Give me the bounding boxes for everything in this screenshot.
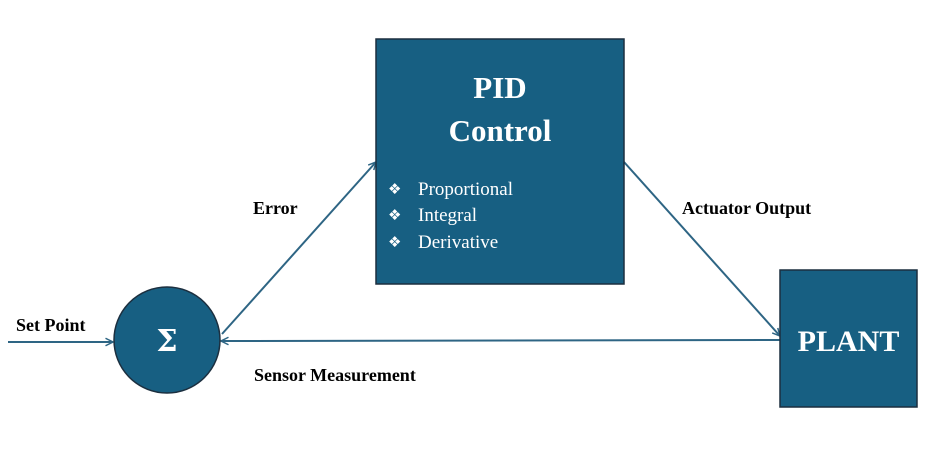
sensor-measurement-label: Sensor Measurement <box>254 365 416 385</box>
pid-title-line1: PID <box>473 70 526 105</box>
diamond-bullet-icon: ❖ <box>388 206 401 224</box>
diamond-bullet-icon: ❖ <box>388 180 401 198</box>
summing-junction-circle <box>113 286 221 394</box>
actuator-output-label: Actuator Output <box>682 198 811 218</box>
pid-term-proportional: Proportional <box>418 179 513 200</box>
plant-block: PLANT <box>779 269 918 408</box>
plant-box <box>779 269 918 408</box>
pid-control-box <box>375 38 625 285</box>
pid-term-derivative: Derivative <box>418 232 498 253</box>
pid-control-block: PID Control ❖ Proportional ❖ Integral ❖ … <box>375 38 625 285</box>
set-point-label: Set Point <box>16 315 86 335</box>
pid-term-integral: Integral <box>418 205 477 226</box>
actuator-output-arrow <box>623 161 780 336</box>
error-arrow <box>221 162 376 335</box>
summing-junction: Σ <box>113 286 221 394</box>
pid-title-line2: Control <box>449 113 552 148</box>
error-label: Error <box>253 198 298 218</box>
diamond-bullet-icon: ❖ <box>388 233 401 251</box>
sensor-measurement-arrow <box>221 340 781 341</box>
sigma-symbol: Σ <box>156 324 177 359</box>
plant-label: PLANT <box>798 325 900 358</box>
